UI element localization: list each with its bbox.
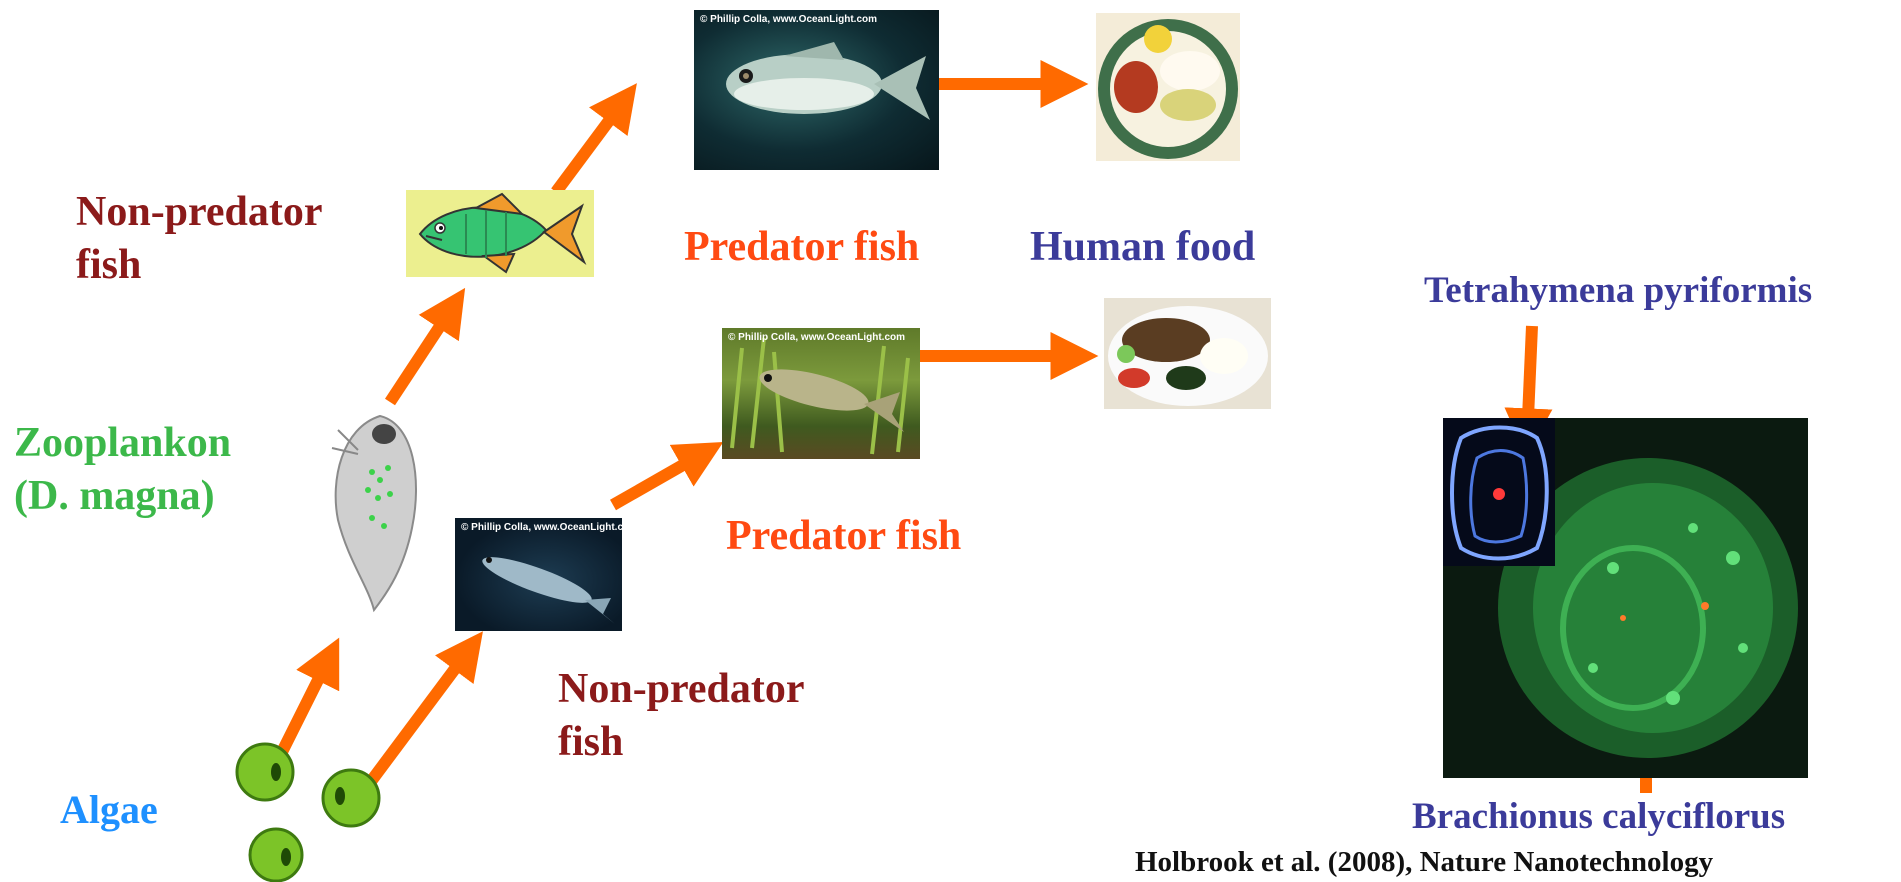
human-food-label: Human food <box>1030 221 1255 274</box>
non-predator-fish-bottom-photo: © Phillip Colla, www.OceanLight.com <box>455 518 622 631</box>
cartoon-fish-image <box>406 190 594 277</box>
predator-fish-top-photo: © Phillip Colla, www.OceanLight.com <box>694 10 939 170</box>
label-line: fish <box>558 716 805 769</box>
predator-fish-top-label: Predator fish <box>684 221 919 274</box>
food-plate-icon <box>1096 13 1240 161</box>
predator-fish-mid-icon <box>722 328 920 459</box>
predator-fish-mid-photo: © Phillip Colla, www.OceanLight.com <box>722 328 920 459</box>
non-predator-fish-bottom-icon <box>455 518 622 631</box>
label-line: Non-predator <box>76 186 323 239</box>
arrow-algae-to-zooplankton <box>282 672 322 752</box>
human-food-plate-top <box>1096 13 1240 161</box>
non-predator-fish-top-label: Non-predator fish <box>76 186 323 291</box>
brachionus-micrograph-icon <box>1443 418 1808 778</box>
daphnia-icon <box>328 410 428 614</box>
arrow-nonpredator-top-to-predator-top <box>556 114 614 192</box>
label-line: (D. magna) <box>14 470 231 523</box>
arrow-zooplankton-to-nonpredator-top <box>390 320 444 402</box>
predator-fish-mid-label: Predator fish <box>726 510 961 563</box>
photo-credit: © Phillip Colla, www.OceanLight.com <box>461 522 622 533</box>
arrow-nonpredator-bottom-to-predator-mid <box>613 461 690 505</box>
zooplankton-label: Zooplankon (D. magna) <box>14 417 231 522</box>
human-food-plate-mid <box>1104 298 1271 409</box>
brachionus-label: Brachionus calyciflorus <box>1412 794 1785 840</box>
algae-label: Algae <box>60 785 158 835</box>
non-predator-fish-bottom-label: Non-predator fish <box>558 663 805 768</box>
citation: Holbrook et al. (2008), Nature Nanotechn… <box>1135 844 1713 880</box>
predator-fish-top-icon <box>694 10 939 170</box>
arrow-to-tetrahymena <box>1528 326 1532 418</box>
label-line: Zooplankon <box>14 417 231 470</box>
fluorescence-micrograph <box>1443 418 1808 778</box>
daphnia-magna-image <box>328 410 428 614</box>
label-line: Non-predator <box>558 663 805 716</box>
food-plate-icon <box>1104 298 1271 409</box>
photo-credit: © Phillip Colla, www.OceanLight.com <box>700 14 877 25</box>
arrow-algae-to-nonpredator-bottom <box>372 662 460 780</box>
label-line: fish <box>76 239 323 292</box>
cartoon-fish-icon <box>406 190 594 277</box>
photo-credit: © Phillip Colla, www.OceanLight.com <box>728 332 905 343</box>
tetrahymena-label: Tetrahymena pyriformis <box>1424 268 1812 314</box>
